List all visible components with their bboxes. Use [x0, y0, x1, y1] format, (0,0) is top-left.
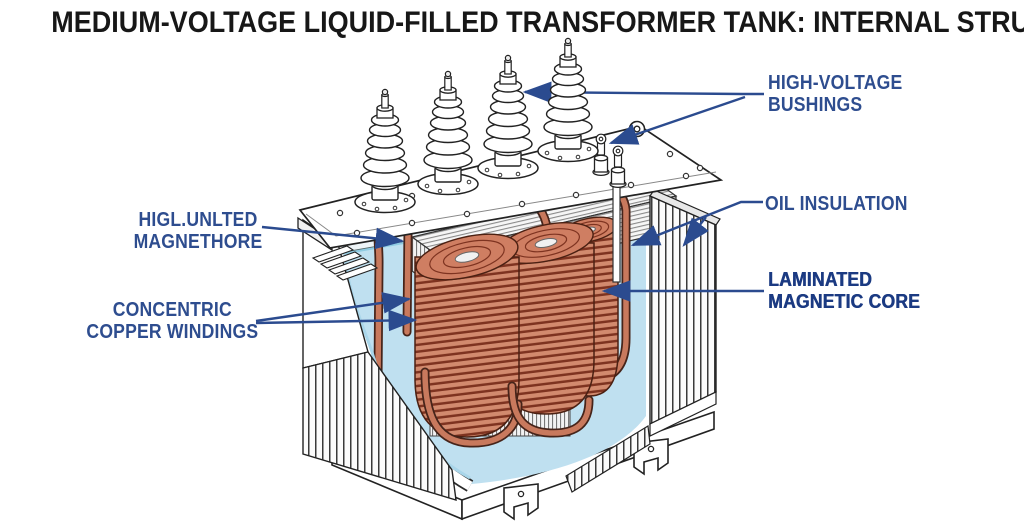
arrow-oil-gap: [630, 200, 763, 247]
hv-bushing-1: [354, 88, 416, 214]
mounting-foot: [503, 483, 539, 520]
arrow-hv-bushing: [522, 81, 764, 104]
arrow-lv-terminal: [608, 95, 746, 145]
terminal-rod: [612, 185, 621, 283]
hv-bushing-4: [537, 37, 599, 163]
arrow-oil-fins: [682, 216, 709, 247]
hv-bushing-3: [477, 54, 539, 180]
label-high-voltage-bushings: HIGH-VOLTAGE BUSHINGS: [768, 72, 903, 116]
label-laminated-magnetic-core: LAMINATED MAGNETIC CORE: [768, 269, 920, 313]
winding-left: [414, 233, 520, 438]
windings: [414, 216, 619, 448]
label-oil-insulation: OIL INSULATION: [765, 193, 908, 215]
winding-tube-loops: [420, 367, 594, 448]
leader-arrows: [255, 81, 764, 332]
arrow-magnet-left: [261, 225, 405, 250]
label-magnet-core-left: HIGL.UNLTED MAGNETHORE: [133, 209, 262, 253]
right-radiator: [565, 189, 721, 493]
left-radiator-top-fins: [311, 245, 379, 281]
label-concentric-copper-windings: CONCENTRIC COPPER WINDINGS: [86, 299, 258, 343]
arrow-winding-upper: [255, 292, 412, 323]
arrow-winding-lower: [255, 309, 418, 332]
page-title: MEDIUM-VOLTAGE LIQUID-FILLED TRANSFORMER…: [51, 6, 1024, 39]
hv-bushing-2: [417, 70, 479, 196]
left-radiator: [302, 218, 457, 501]
winding-middle: [497, 222, 595, 415]
